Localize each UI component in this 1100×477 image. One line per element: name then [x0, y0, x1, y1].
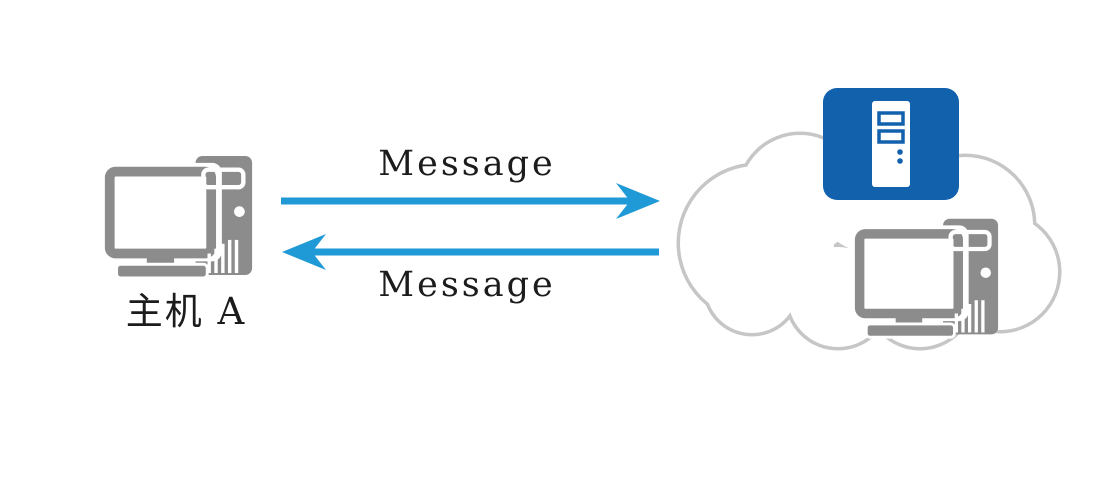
host-a-label: 主机 A — [125, 290, 247, 333]
server-icon — [823, 88, 959, 200]
desktop-computer-icon — [850, 219, 998, 338]
arrow-left-icon — [282, 234, 659, 270]
desktop-computer-icon — [100, 156, 252, 278]
message-label-response: Message — [378, 265, 556, 305]
arrow-right-icon — [281, 183, 660, 219]
message-label-request: Message — [378, 144, 556, 184]
